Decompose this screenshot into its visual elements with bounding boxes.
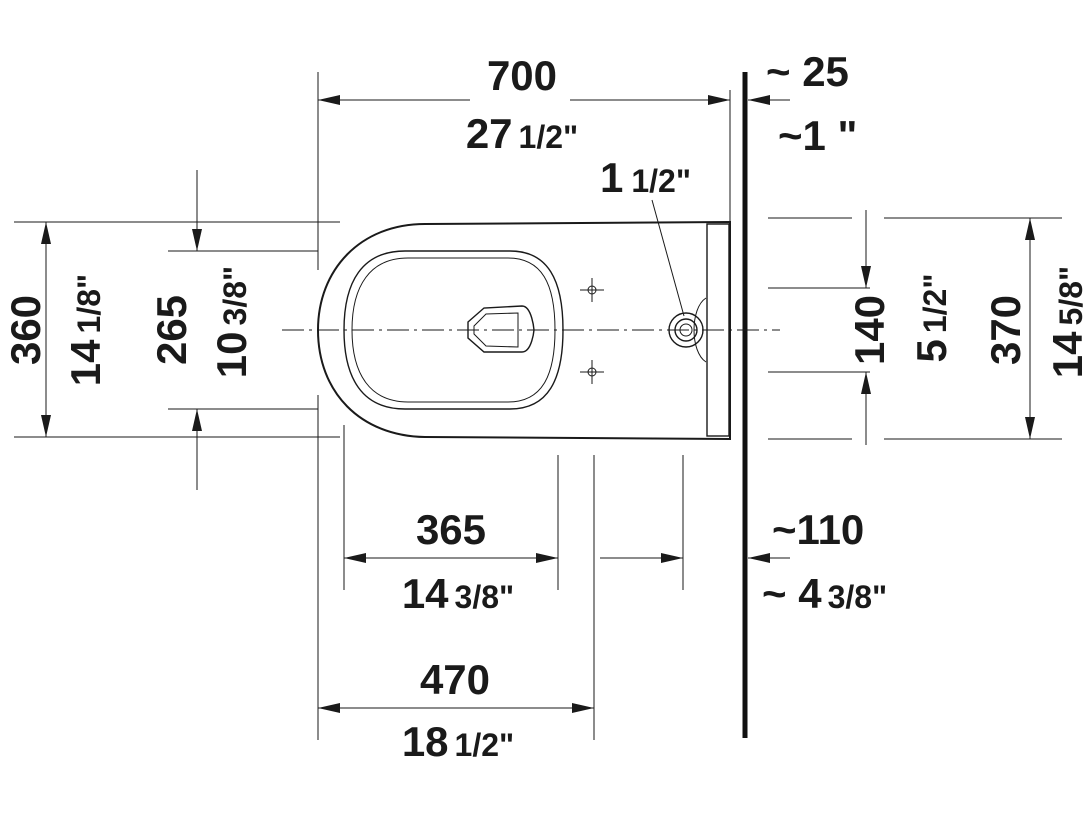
bowl-inner-outline <box>343 250 564 410</box>
dim-360-in: 141/8" <box>62 274 109 386</box>
dim-140-in: 51/2" <box>908 273 955 362</box>
outlet-inner <box>473 312 519 348</box>
water-inlet-fitting <box>668 297 707 363</box>
dim-360-mm: 360 <box>2 295 49 365</box>
dim-140-mm: 140 <box>846 295 893 365</box>
dim-370-in: 145/8" <box>1044 266 1089 378</box>
dim-110-mm: ~110 <box>772 506 864 553</box>
bowl-rim-outline <box>351 257 556 403</box>
dim-265-mm: 265 <box>148 295 195 365</box>
dim-25-mm: ~ 25 <box>766 48 849 95</box>
dim-265-in: 103/8" <box>208 266 255 378</box>
dim-700-mm: 700 <box>487 52 557 99</box>
dim-470-mm: 470 <box>420 656 490 703</box>
dim-365-mm: 365 <box>416 506 486 553</box>
dim-25-in: ~1 " <box>778 112 857 159</box>
fixing-point-lower <box>580 360 604 384</box>
fixing-point-upper <box>580 278 604 302</box>
pipe-leader-line <box>651 199 685 317</box>
dim-370-mm: 370 <box>982 295 1029 365</box>
